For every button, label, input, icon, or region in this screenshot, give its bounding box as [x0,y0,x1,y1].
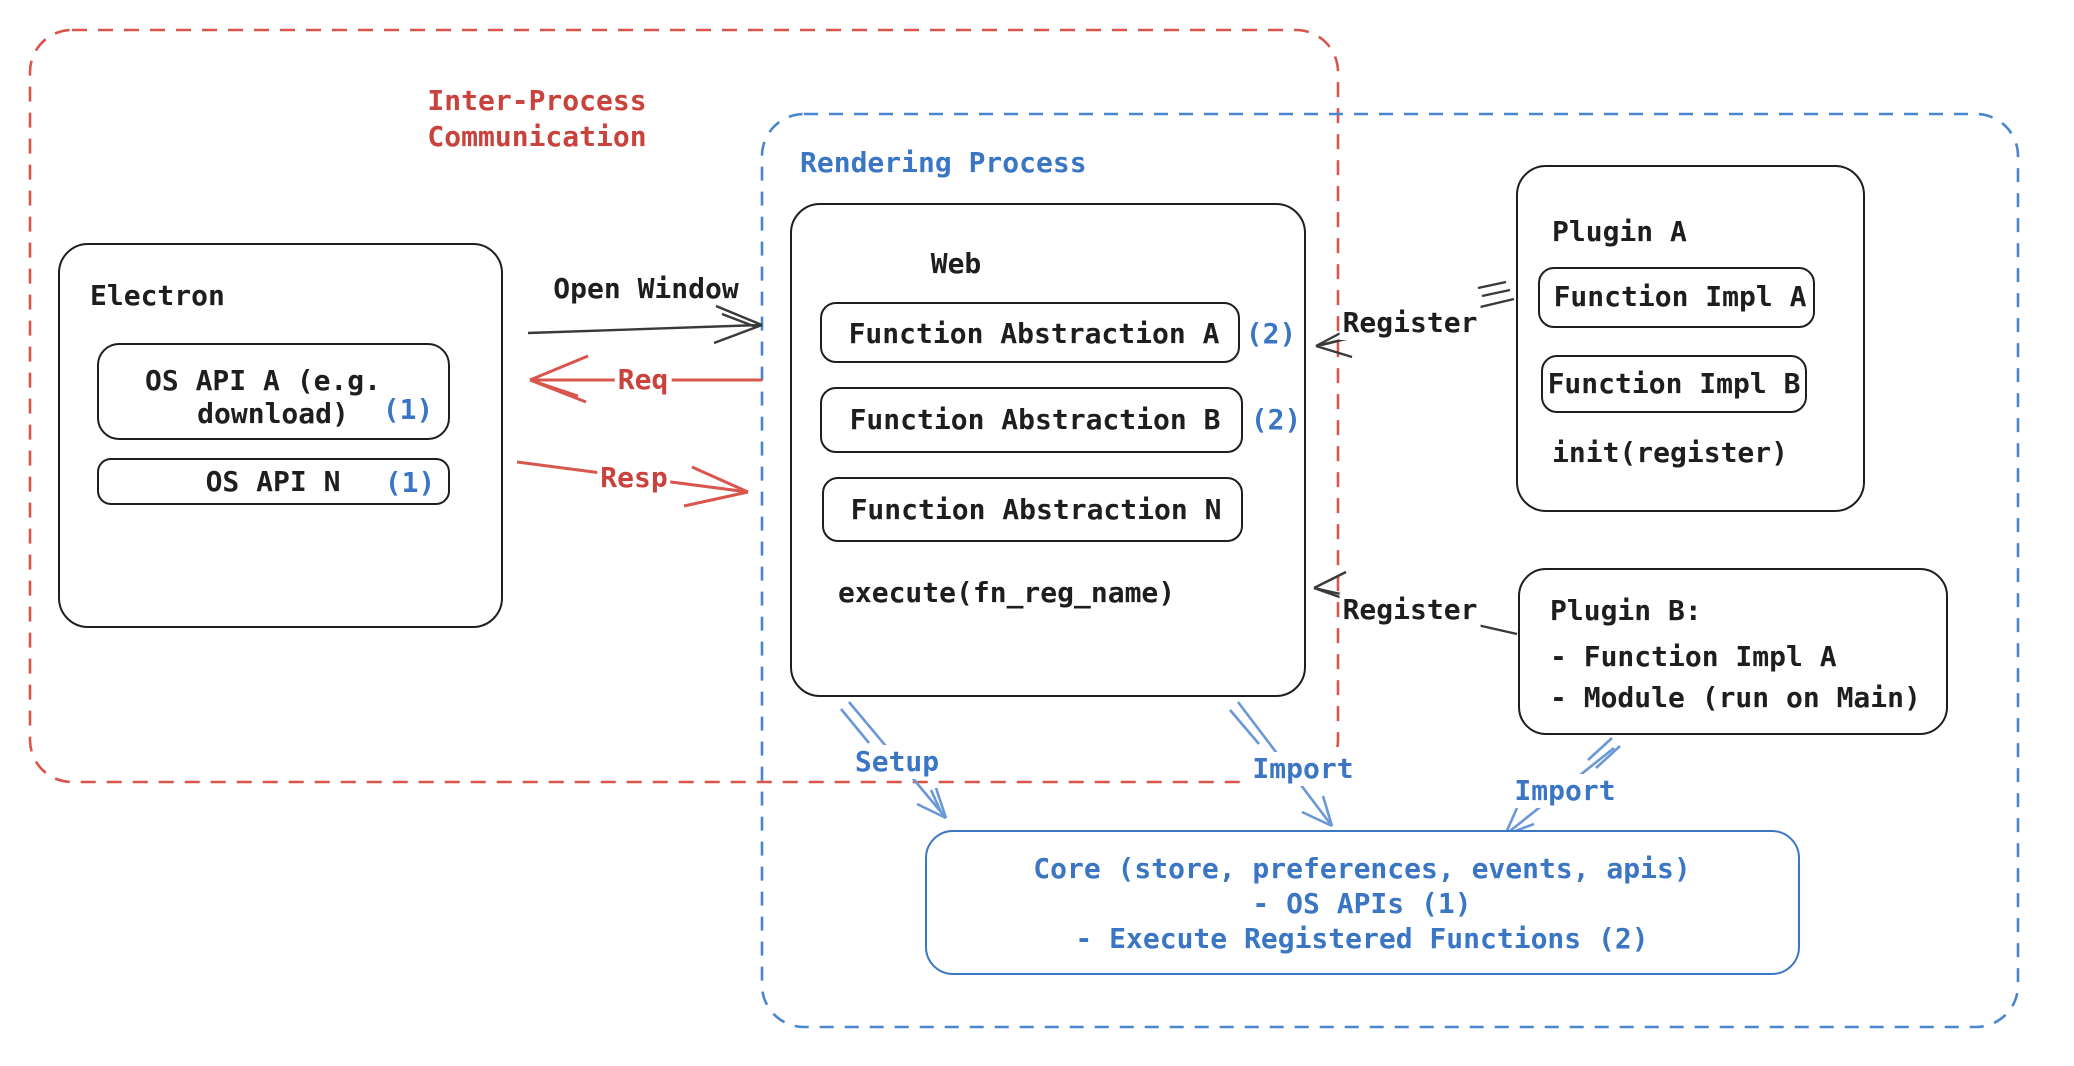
plugin-a-title: Plugin A [1552,215,1687,248]
core-line3: - Execute Registered Functions (2) [1075,922,1649,955]
init-register-label: init(register) [1552,436,1789,469]
function-abstraction-a-label: Function Abstraction A [848,317,1220,350]
setup-label: Setup [851,745,943,779]
electron-title: Electron [90,279,225,312]
ipc-label-line2: Communication [427,120,647,153]
plugin-b-title: Plugin B: [1550,594,1702,627]
function-abstraction-b-badge: (2) [1250,403,1302,436]
ipc-label-line1: Inter-Process [427,84,647,117]
os-api-n-badge: (1) [384,466,436,499]
import-1-label: Import [1249,752,1357,786]
function-abstraction-a-badge: (2) [1245,317,1297,350]
os-api-a-label-line1: OS API A (e.g. [144,364,382,397]
register-2-label: Register [1339,593,1481,627]
os-api-n-label: OS API N [205,465,341,498]
import-2-label: Import [1511,774,1619,808]
function-impl-a-label: Function Impl A [1553,280,1807,313]
function-abstraction-b-label: Function Abstraction B [849,403,1221,436]
plugin-b-item2: - Module (run on Main) [1550,681,1921,714]
function-impl-b-label: Function Impl B [1547,367,1801,400]
os-api-a-badge: (1) [382,393,434,426]
execute-label: execute(fn_reg_name) [838,576,1176,609]
web-title: Web [930,247,982,280]
core-line2: - OS APIs (1) [1252,887,1472,920]
os-api-a-label-line2: download) [197,397,349,430]
plugin-b-item1: - Function Impl A [1550,640,1837,673]
core-line1: Core (store, preferences, events, apis) [1033,852,1691,885]
resp-label: Resp [597,461,671,495]
open-window-arrow [527,304,763,345]
function-abstraction-n-label: Function Abstraction N [850,493,1222,526]
rendering-process-label: Rendering Process [800,146,1087,179]
req-label: Req [614,363,672,397]
register-1-label: Register [1339,306,1481,340]
open-window-label: Open Window [553,272,739,305]
